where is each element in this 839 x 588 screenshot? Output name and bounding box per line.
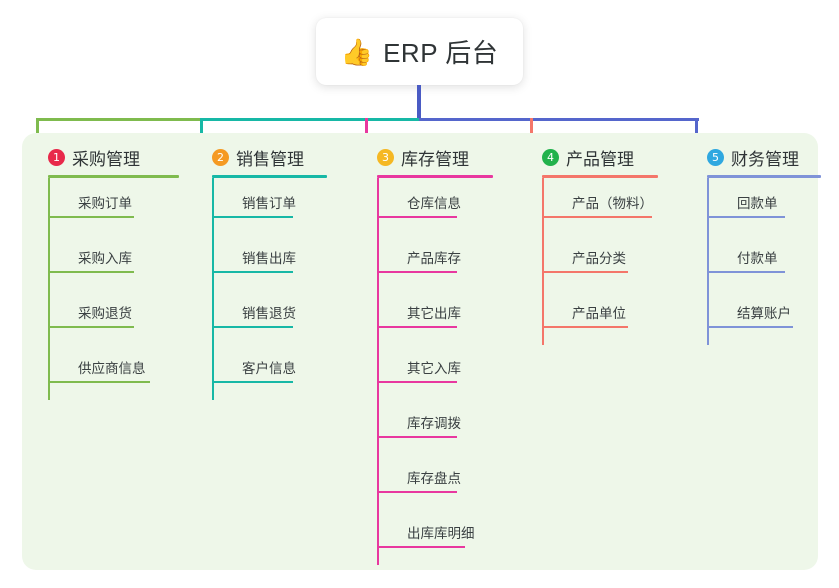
page-title: ERP 后台: [383, 38, 499, 68]
list-item-label: 销售退货: [242, 306, 296, 321]
column-3: 3 库存管理仓库信息产品库存其它出库其它入库库存调拨库存盘点出库库明细: [363, 143, 493, 565]
list-item-rule: [542, 216, 652, 218]
list-item-rule: [377, 216, 457, 218]
branch-stub-3: [365, 118, 368, 145]
column-title-1: 采购管理: [72, 149, 140, 169]
list-item-rule: [542, 271, 628, 273]
column-header-1[interactable]: 1 采购管理: [34, 143, 140, 171]
list-item-label: 供应商信息: [78, 361, 146, 376]
list-item-rule: [212, 271, 293, 273]
column-2: 2 销售管理销售订单销售出库销售退货客户信息: [198, 143, 327, 400]
list-item-rule: [707, 216, 785, 218]
column-rule-3: [377, 175, 493, 178]
column-spine-3: [377, 178, 379, 565]
list-item-rule: [542, 326, 628, 328]
list-item-label: 回款单: [737, 196, 778, 211]
column-badge-3: 3: [377, 148, 394, 166]
list-item-rule: [377, 381, 457, 383]
list-item-rule: [212, 326, 293, 328]
thumbs-up-icon: 👍: [340, 36, 374, 67]
root-node-card[interactable]: 👍 ERP 后台: [316, 18, 523, 85]
list-item-rule: [707, 271, 785, 273]
list-item-label: 采购入库: [78, 251, 132, 266]
branch-stub-4: [530, 118, 533, 145]
column-header-5[interactable]: 5 财务管理: [693, 143, 799, 171]
column-badge-5: 5: [707, 148, 724, 166]
list-item-label: 销售出库: [242, 251, 296, 266]
column-spine-2: [212, 178, 214, 400]
column-header-2[interactable]: 2 销售管理: [198, 143, 304, 171]
column-rule-5: [707, 175, 821, 178]
list-item-label: 仓库信息: [407, 196, 461, 211]
list-item-rule: [377, 436, 457, 438]
column-rule-4: [542, 175, 658, 178]
list-item-label: 采购退货: [78, 306, 132, 321]
list-item-label: 其它出库: [407, 306, 461, 321]
root-stem: [417, 85, 421, 121]
column-badge-4: 4: [542, 148, 559, 166]
column-badge-1: 1: [48, 148, 65, 166]
column-1: 1 采购管理采购订单采购入库采购退货供应商信息: [34, 143, 179, 400]
column-spine-5: [707, 178, 709, 345]
list-item-rule: [707, 326, 793, 328]
list-item-label: 库存调拨: [407, 416, 461, 431]
column-badge-2: 2: [212, 148, 229, 166]
column-title-5: 财务管理: [731, 149, 799, 169]
branch-stub-2: [200, 118, 203, 145]
list-item-label: 销售订单: [242, 196, 296, 211]
column-title-2: 销售管理: [236, 149, 304, 169]
column-rule-2: [212, 175, 327, 178]
branch-bar-5: [419, 118, 699, 121]
list-item-rule: [48, 216, 134, 218]
column-rule-1: [48, 175, 179, 178]
list-item-label: 产品分类: [572, 251, 626, 266]
list-item-label: 产品单位: [572, 306, 626, 321]
column-4: 4 产品管理产品（物料） 产品分类产品单位: [528, 143, 658, 345]
branch-stub-1: [36, 118, 39, 145]
diagram-panel: [22, 133, 818, 570]
column-title-4: 产品管理: [566, 149, 634, 169]
column-spine-4: [542, 178, 544, 345]
list-item-rule: [377, 326, 457, 328]
list-item-rule: [212, 216, 293, 218]
list-item-rule: [377, 271, 457, 273]
list-item-rule: [48, 271, 134, 273]
list-item-rule: [377, 491, 457, 493]
branch-bar-2: [201, 118, 419, 121]
list-item-label: 产品（物料）: [572, 196, 653, 211]
list-item-label: 产品库存: [407, 251, 461, 266]
column-title-3: 库存管理: [401, 149, 469, 169]
list-item-label: 出库库明细: [407, 526, 475, 541]
list-item-label: 客户信息: [242, 361, 296, 376]
branch-bar-1: [37, 118, 201, 121]
list-item-rule: [48, 326, 134, 328]
column-header-4[interactable]: 4 产品管理: [528, 143, 634, 171]
column-5: 5 财务管理回款单付款单结算账户: [693, 143, 821, 345]
column-spine-1: [48, 178, 50, 400]
list-item-label: 库存盘点: [407, 471, 461, 486]
list-item-rule: [48, 381, 150, 383]
column-header-3[interactable]: 3 库存管理: [363, 143, 469, 171]
list-item-label: 结算账户: [737, 306, 791, 321]
list-item-label: 采购订单: [78, 196, 132, 211]
list-item-label: 其它入库: [407, 361, 461, 376]
list-item-rule: [212, 381, 293, 383]
branch-stub-5: [695, 118, 698, 145]
list-item-rule: [377, 546, 465, 548]
list-item-label: 付款单: [737, 251, 778, 266]
